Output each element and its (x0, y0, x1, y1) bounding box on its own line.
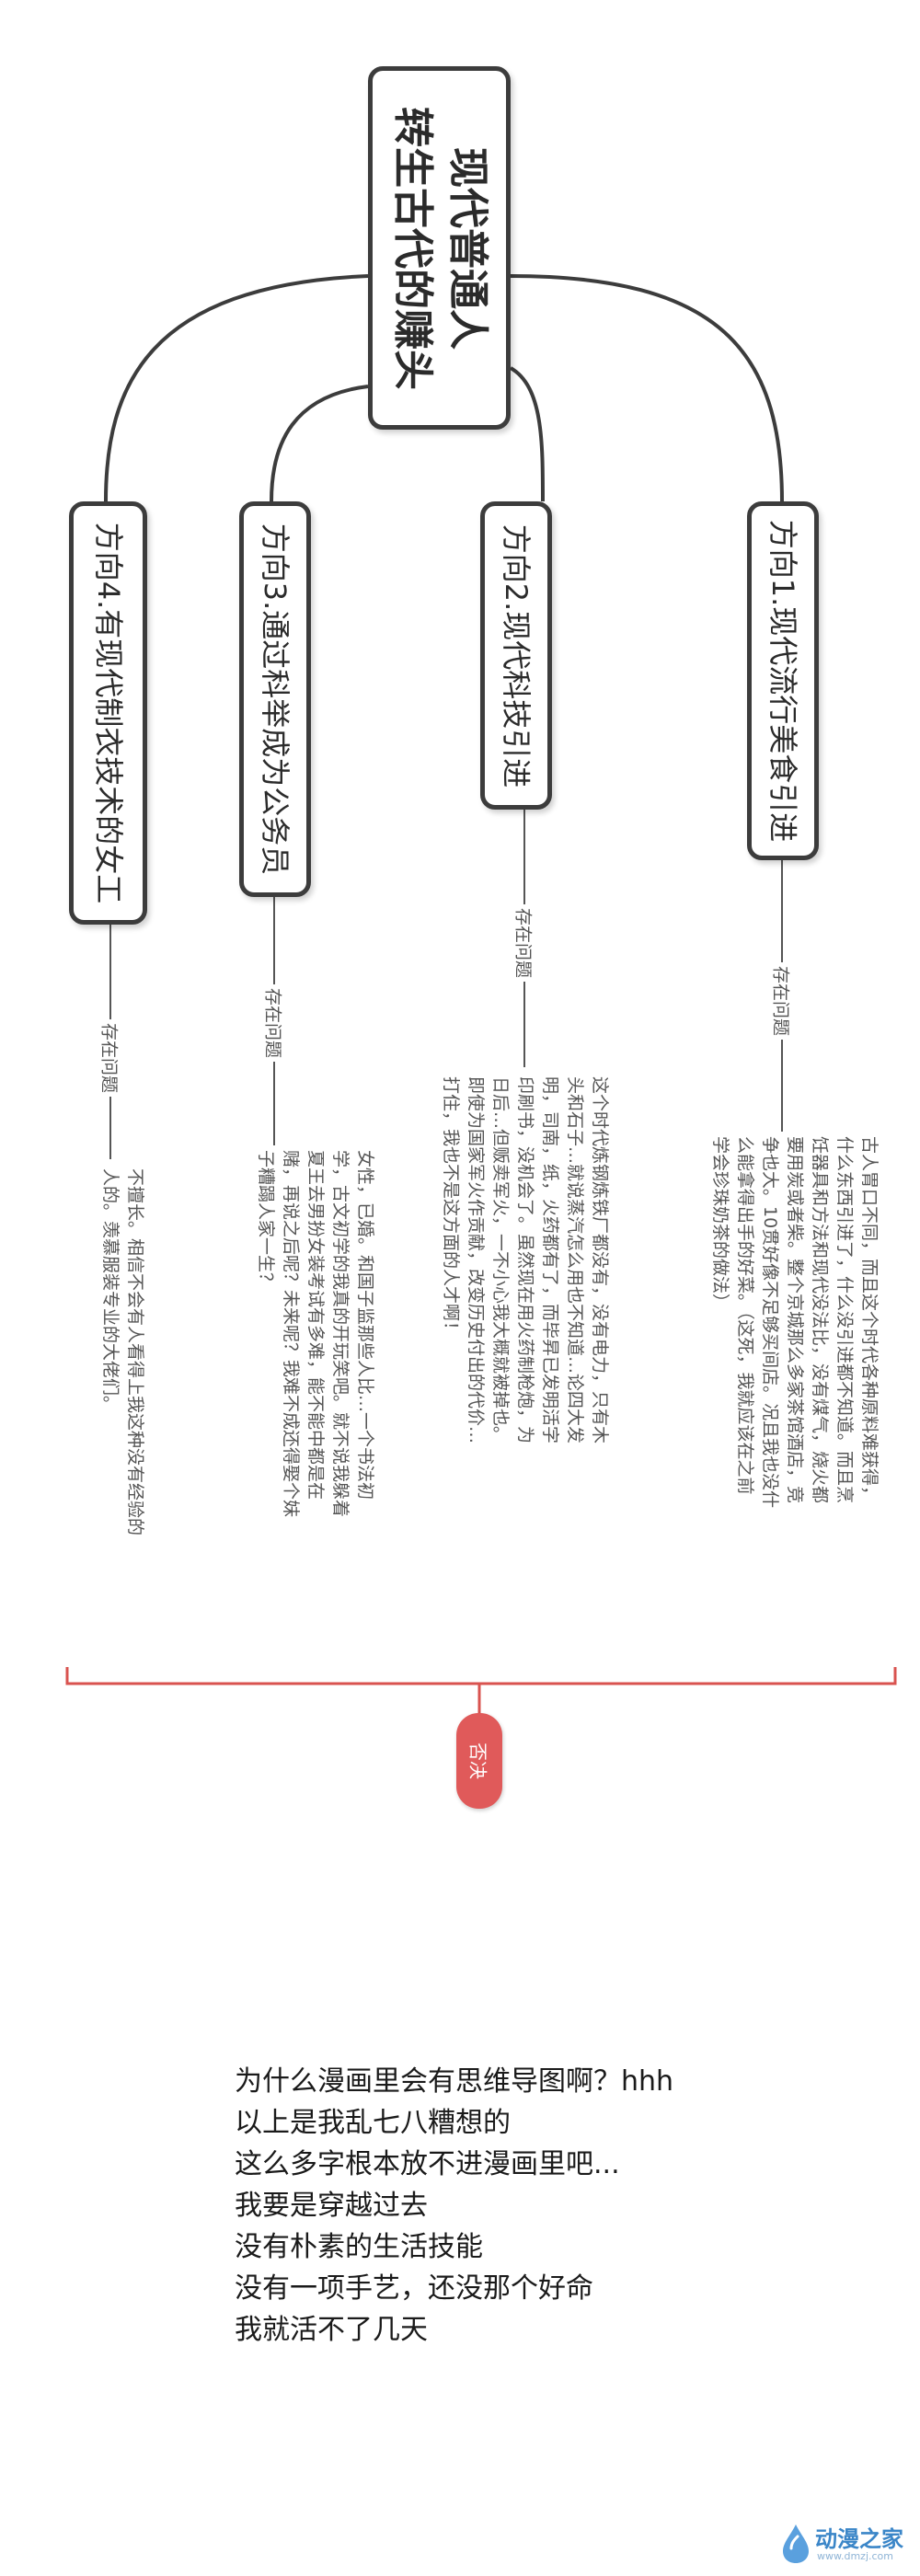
note-line: 即使为国家军火作贡献，改变历史付出的代价… (466, 1076, 486, 1444)
caption-line: 这么多字根本放不进漫画里吧... (235, 2148, 620, 2180)
root-node: 现代普通人 转生古代的赚头 (368, 66, 511, 430)
note-line: 不擅长。相信不会有人看得上我这种没有经验的 (125, 1168, 145, 1536)
relation-label-4: 存在问题 (98, 1018, 123, 1098)
caption-line: 没有朴素的生活技能 (235, 2231, 483, 2263)
branch-label: 方向4.有现代制衣技术的女工 (90, 522, 126, 904)
watermark-logo: 动漫之家 www.dmzj.com (780, 2519, 914, 2570)
branch-node-2: 方向2.现代科技引进 (480, 501, 552, 810)
branch-node-3: 方向3.通过科举成为公务员 (239, 501, 311, 897)
relation-label-2: 存在问题 (512, 903, 537, 983)
note-line: 打住，我也不是这方面的人才啊！ (441, 1076, 461, 1340)
note-line: 明，司南，纸，火药都有了，而毕昇已发明活字 (540, 1076, 560, 1444)
note-line: 要用炭或者柴。整个京城那么多家茶馆酒店，竞 (785, 1136, 805, 1504)
watermark-url: www.dmzj.com (817, 2550, 893, 2562)
root-title-line2: 转生古代的赚头 (388, 106, 436, 390)
note-line: 学会珍珠奶茶的做法） (710, 1136, 730, 1312)
verdict-label: 否决 (466, 1742, 489, 1779)
note-branch-3: 女性，已婚。和国子监那些人比…一个书法初 学，古文初学的我真的开玩笑吧。就不说我… (253, 1150, 377, 1517)
note-line: 女性，已婚。和国子监那些人比…一个书法初 (355, 1150, 375, 1501)
branch-node-4: 方向4.有现代制衣技术的女工 (69, 501, 147, 925)
note-line: 古人胃口不同，而且这个时代各种原料难获得， (859, 1136, 880, 1504)
caption-text: 为什么漫画里会有思维导图啊？hhh 以上是我乱七八糟想的 这么多字根本放不进漫画… (235, 2061, 823, 2351)
note-line: 夏王去男扮女装考试有多难，能不能中都是在 (305, 1150, 326, 1501)
branch-label: 方向3.通过科举成为公务员 (258, 523, 293, 876)
root-title-line1: 现代普通人 (443, 146, 491, 350)
relation-label-1: 存在问题 (769, 961, 795, 1041)
note-line: 赌，再说之后呢？未来呢？我难不成还得娶个妹 (281, 1150, 301, 1518)
connector-branch-2 (509, 366, 545, 502)
note-line: 人的。羡慕服装专业的大佬们。 (100, 1168, 121, 1414)
note-line: 头和石子…就说蒸汽怎么用也不知道…论四大发 (565, 1076, 585, 1444)
note-line: 争也大。10贯好像不足够买间店。况且我也没什 (760, 1136, 780, 1509)
branch-label: 方向2.现代科技引进 (499, 523, 534, 788)
verdict-bracket (65, 1667, 897, 1685)
branch-label: 方向1.现代流行美食引进 (765, 519, 800, 843)
connector-branch-1 (510, 274, 784, 502)
caption-line: 我就活不了几天 (235, 2314, 428, 2346)
note-line: 什么东西引进了，什么没引进都不知道。而且烹 (834, 1136, 855, 1504)
note-line: 日后…但贩卖军火，一不小心我大概就被掉也。 (490, 1076, 511, 1444)
note-line: 这个时代炼钢炼铁厂都没有，没有电力，只有木 (590, 1076, 610, 1444)
note-line: 么能拿得出手的好菜。（这死，我就应该在之前 (735, 1136, 755, 1495)
connector-branch-3 (270, 385, 369, 502)
branch-node-1: 方向1.现代流行美食引进 (747, 501, 819, 860)
connector-branch-4 (104, 274, 369, 502)
caption-line: 为什么漫画里会有思维导图啊？hhh (235, 2065, 674, 2098)
note-branch-1: 古人胃口不同，而且这个时代各种原料难获得， 什么东西引进了，什么没引进都不知道。… (707, 1136, 881, 1508)
note-line: 学，古文初学的我真的开玩笑吧。就不说我躲着 (330, 1150, 351, 1518)
note-line: 印刷书，没机会了。虽然现在用火药制枪炮，为 (515, 1076, 535, 1444)
note-branch-4: 不擅长。相信不会有人看得上我这种没有经验的 人的。羡慕服装专业的大佬们。 (98, 1168, 147, 1535)
caption-line: 以上是我乱七八糟想的 (235, 2107, 511, 2139)
note-line: 饪器具和方法和现代没法比，没有煤气，烧火都 (810, 1136, 830, 1504)
caption-line: 没有一项手艺，还没那个好命 (235, 2272, 593, 2305)
relation-label-3: 存在问题 (261, 983, 287, 1063)
watermark-name: 动漫之家 (815, 2526, 903, 2552)
droplet-icon (783, 2524, 809, 2563)
caption-line: 我要是穿越过去 (235, 2190, 428, 2222)
note-line: 子糟蹋人家一生？ (256, 1150, 276, 1291)
note-branch-2: 这个时代炼钢炼铁厂都没有，没有电力，只有木 头和石子…就说蒸汽怎么用也不知道…论… (438, 1076, 612, 1443)
verdict-badge: 否决 (456, 1713, 502, 1809)
